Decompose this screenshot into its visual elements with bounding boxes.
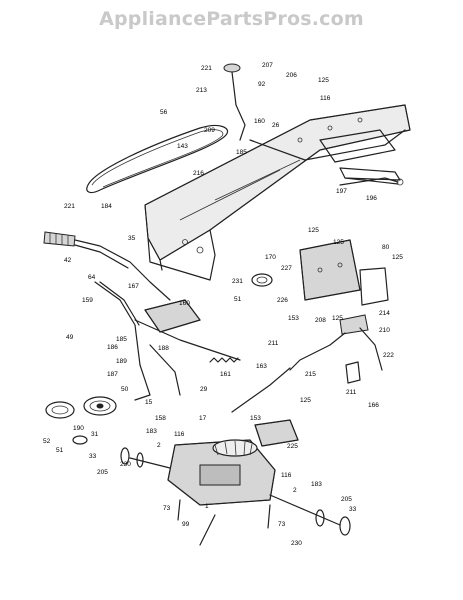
site-watermark: AppliancePartsPros.com [99, 8, 364, 30]
callout-29: 29 [200, 386, 208, 393]
callout-230b: 230 [291, 540, 302, 547]
callout-73a: 73 [163, 505, 171, 512]
callout-labels: 221 213 207 206 125 92 116 26 56 160 209… [43, 62, 403, 547]
callout-31: 31 [91, 431, 99, 438]
callout-2a: 2 [157, 442, 161, 449]
callout-221a: 221 [201, 65, 212, 72]
callout-190: 190 [73, 425, 84, 432]
callout-167: 167 [128, 283, 139, 290]
callout-206: 206 [286, 72, 297, 79]
callout-183a: 183 [146, 428, 157, 435]
callout-188: 188 [158, 345, 169, 352]
callout-183b: 183 [311, 481, 322, 488]
callout-125e: 125 [332, 315, 343, 322]
callout-185b: 185 [116, 336, 127, 343]
right-bracket [299, 239, 389, 306]
callout-153a: 153 [288, 315, 299, 322]
callout-160a: 160 [254, 118, 265, 125]
callout-215: 215 [305, 371, 316, 378]
callout-166: 166 [368, 402, 379, 409]
callout-189: 189 [116, 358, 127, 365]
callout-125f: 125 [300, 397, 311, 404]
callout-143: 143 [177, 143, 188, 150]
linkage-rod-29 [134, 319, 241, 396]
steering-shaft [43, 231, 171, 301]
callout-208: 208 [315, 317, 326, 324]
brake-pedal [289, 314, 383, 384]
callout-2b: 2 [293, 487, 297, 494]
callout-163: 163 [256, 363, 267, 370]
callout-197: 197 [336, 188, 347, 195]
callout-52: 52 [43, 438, 51, 445]
callout-160b: 160 [179, 300, 190, 307]
callout-161: 161 [220, 371, 231, 378]
callout-56: 56 [160, 109, 168, 116]
callout-211b: 211 [346, 389, 357, 396]
callout-186: 186 [107, 344, 118, 351]
callout-230a: 230 [120, 461, 131, 468]
callout-158: 158 [155, 415, 166, 422]
lift-lever [94, 281, 151, 401]
callout-49: 49 [66, 334, 74, 341]
pulleys [45, 273, 273, 445]
bracket-225 [254, 419, 299, 447]
callout-51a: 51 [234, 296, 242, 303]
callout-125a: 125 [318, 77, 329, 84]
callout-1: 1 [205, 503, 209, 510]
callout-50: 50 [121, 386, 129, 393]
callout-185: 185 [236, 149, 247, 156]
clutch-rod [223, 63, 246, 141]
callout-125b: 125 [308, 227, 319, 234]
callout-17: 17 [199, 415, 207, 422]
callout-33a: 33 [89, 453, 97, 460]
callout-216: 216 [193, 170, 204, 177]
drive-belt [86, 124, 229, 194]
callout-116b: 116 [174, 431, 185, 438]
brake-rod [231, 367, 291, 413]
callout-92: 92 [258, 81, 266, 88]
callout-209: 209 [204, 127, 215, 134]
callout-64: 64 [88, 274, 96, 281]
callout-125c: 125 [333, 239, 344, 246]
callout-221b: 221 [64, 203, 75, 210]
callout-207: 207 [262, 62, 273, 69]
callout-227: 227 [281, 265, 292, 272]
callout-125d: 125 [392, 254, 403, 261]
callout-153b: 153 [250, 415, 261, 422]
callout-73b: 73 [278, 521, 286, 528]
idler-bracket [144, 299, 201, 333]
callout-170: 170 [265, 254, 276, 261]
extension-spring [209, 357, 239, 363]
callout-205b: 205 [341, 496, 352, 503]
callout-116a: 116 [320, 95, 331, 102]
callout-205a: 205 [97, 469, 108, 476]
callout-214: 214 [379, 310, 390, 317]
callout-159: 159 [82, 297, 93, 304]
callout-211a: 211 [268, 340, 279, 347]
callout-213: 213 [196, 87, 207, 94]
callout-99: 99 [182, 521, 190, 528]
callout-196: 196 [366, 195, 377, 202]
callout-184: 184 [101, 203, 112, 210]
callout-210: 210 [379, 327, 390, 334]
callout-226: 226 [277, 297, 288, 304]
callout-225: 225 [287, 443, 298, 450]
callout-42: 42 [64, 257, 72, 264]
callout-116c: 116 [281, 472, 292, 479]
chassis-frame [144, 104, 411, 281]
callout-222: 222 [383, 352, 394, 359]
callout-231: 231 [232, 278, 243, 285]
transaxle [120, 439, 351, 546]
hitch-bracket [339, 177, 404, 186]
callout-26: 26 [272, 122, 280, 129]
callout-33b: 33 [349, 506, 357, 513]
callout-51b: 51 [56, 447, 64, 454]
callout-187: 187 [107, 371, 118, 378]
callout-80: 80 [382, 244, 390, 251]
callout-15: 15 [145, 399, 153, 406]
callout-35: 35 [128, 235, 136, 242]
